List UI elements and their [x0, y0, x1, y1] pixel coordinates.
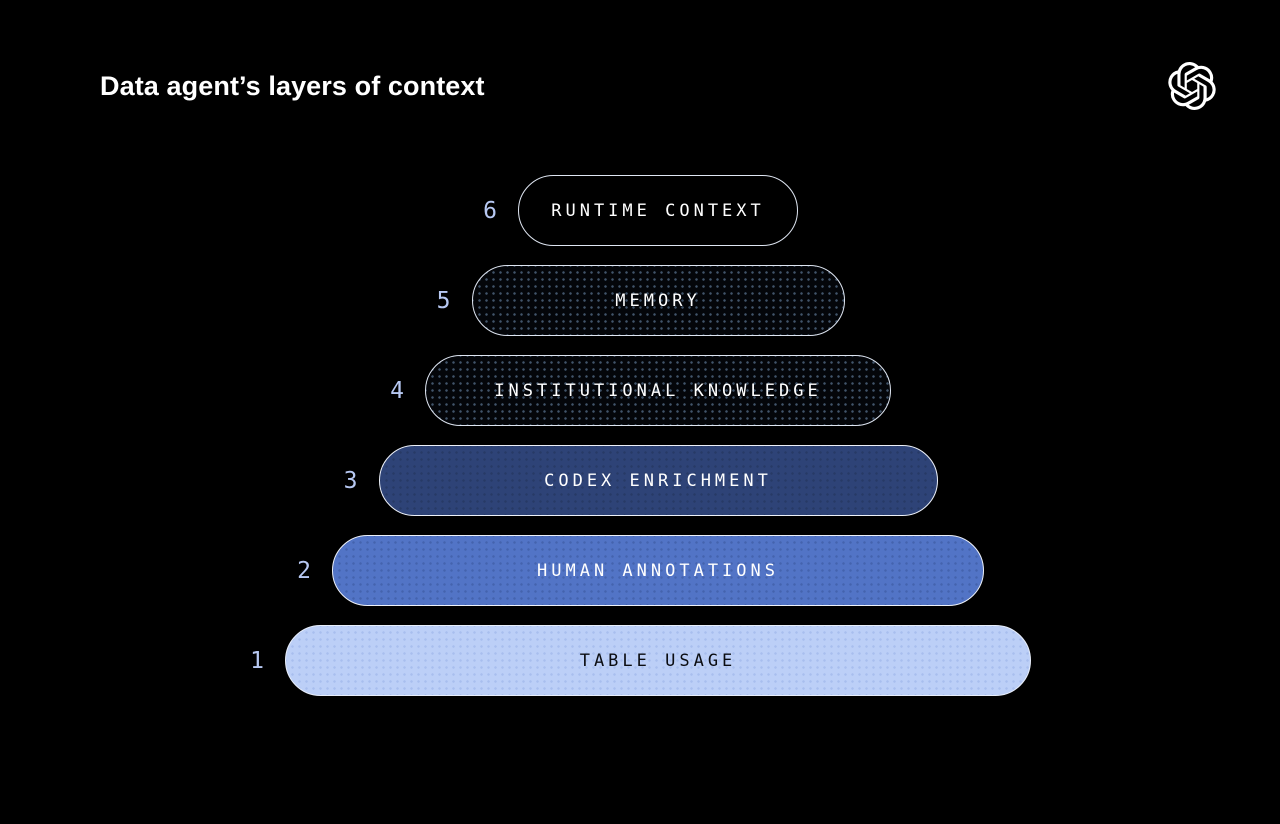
layer-pill-3: 3 CODEX ENRICHMENT: [344, 445, 938, 516]
layer-number: 2: [297, 557, 311, 584]
layer-label: MEMORY: [615, 290, 701, 311]
openai-logo-icon: [1168, 62, 1216, 110]
layer-number: 3: [343, 467, 358, 494]
page-title: Data agent’s layers of context: [100, 71, 485, 101]
layer-pill-1: 1 TABLE USAGE: [250, 625, 1031, 696]
layer-label: RUNTIME CONTEXT: [551, 200, 765, 221]
layer-pill-4: 4 INSTITUTIONAL KNOWLEDGE: [390, 355, 891, 426]
layer-pill-5: 5 MEMORY: [437, 265, 845, 336]
layer-label: TABLE USAGE: [579, 650, 737, 671]
layer-pill-2: 2 HUMAN ANNOTATIONS: [297, 535, 984, 606]
layer-number: 6: [483, 197, 497, 224]
layer-pill-6: 6 RUNTIME CONTEXT: [483, 175, 798, 246]
layer-number: 5: [436, 287, 451, 314]
layer-number: 1: [250, 647, 264, 674]
layer-label: INSTITUTIONAL KNOWLEDGE: [494, 380, 822, 401]
layer-label: HUMAN ANNOTATIONS: [537, 560, 779, 581]
layer-number: 4: [390, 377, 404, 404]
layer-label: CODEX ENRICHMENT: [544, 470, 772, 491]
